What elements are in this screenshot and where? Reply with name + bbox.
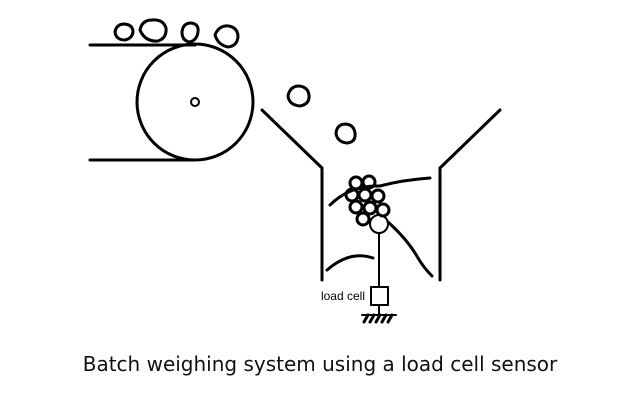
ground-hatching — [362, 313, 394, 324]
sensor-head — [369, 214, 389, 234]
pile-outline-upper — [328, 176, 432, 207]
load-cell-assembly: load cell — [321, 214, 397, 324]
hopper-left-funnel — [260, 108, 324, 170]
pile-rock — [348, 199, 364, 215]
pile-rock — [357, 187, 373, 203]
rock — [334, 122, 357, 145]
rock — [286, 84, 311, 108]
pile-rock — [355, 211, 371, 227]
hopper-right-funnel — [438, 108, 502, 170]
pulley-axle — [190, 97, 200, 107]
pile-rock — [348, 175, 364, 191]
hopper — [260, 108, 502, 282]
rock — [113, 22, 135, 42]
falling-rocks — [286, 84, 357, 145]
pile-rock — [370, 188, 386, 204]
rock — [213, 24, 240, 49]
load-cell-body — [370, 286, 389, 306]
diagram-caption: Batch weighing system using a load cell … — [82, 352, 558, 376]
conveyor-pulley — [135, 42, 255, 162]
load-cell-label: load cell — [321, 289, 365, 303]
pile-rock — [361, 174, 377, 190]
rocks-on-belt — [113, 18, 240, 49]
rock — [138, 18, 168, 43]
pile-outline-right — [386, 220, 434, 278]
conveyor-belt — [88, 42, 255, 162]
rock — [180, 21, 200, 44]
pile-outline-lower — [325, 254, 375, 272]
